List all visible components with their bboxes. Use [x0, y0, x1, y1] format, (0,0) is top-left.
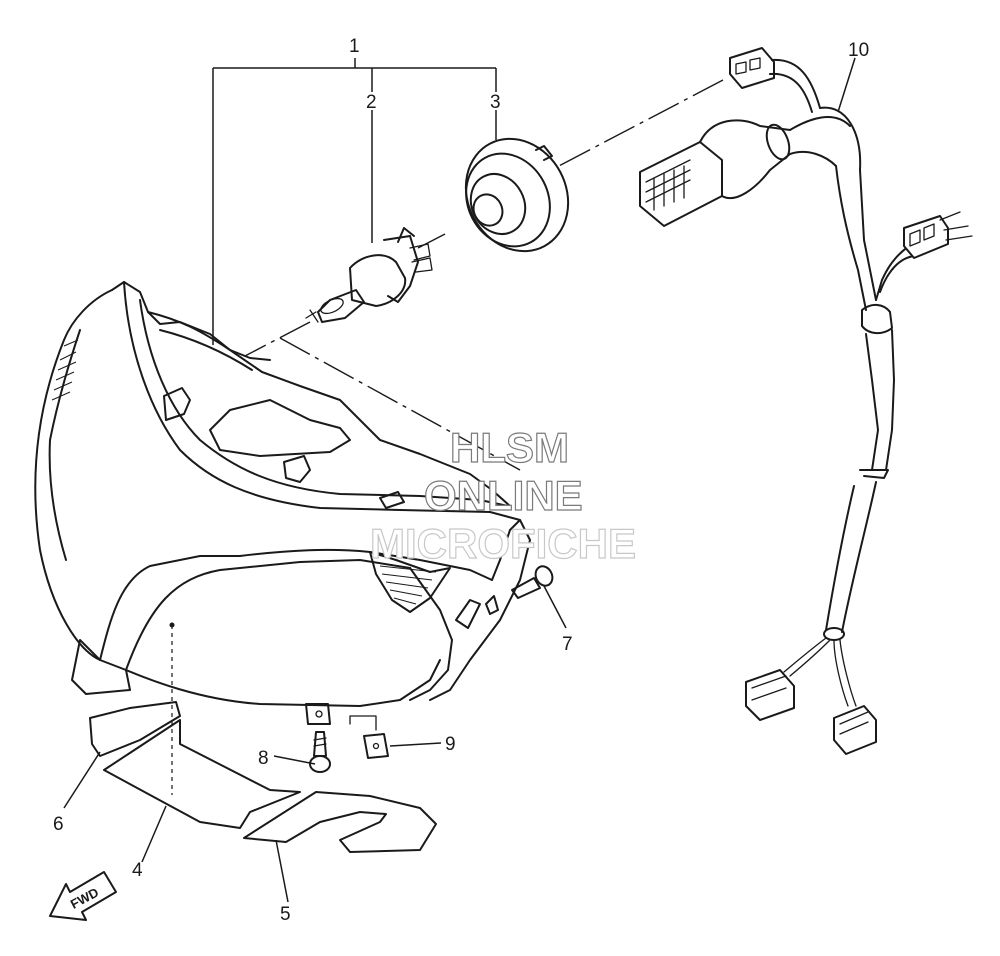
cover-plate-4	[103, 719, 301, 829]
callout-9: 9	[445, 734, 456, 755]
callout-3: 3	[490, 92, 501, 113]
fwd-arrow-icon: FWD	[49, 871, 117, 921]
callout-1: 1	[349, 36, 360, 57]
leader-lines	[63, 57, 856, 903]
bulb-cover	[464, 137, 570, 253]
screw-8	[309, 731, 331, 773]
callout-4: 4	[132, 860, 143, 881]
watermark-line-1: HLSM	[450, 424, 569, 471]
callout-8: 8	[258, 748, 269, 769]
callout-7: 7	[562, 634, 573, 655]
headlight-housing	[34, 281, 531, 731]
callout-2: 2	[366, 92, 377, 113]
headlight-bulb	[305, 227, 433, 323]
watermark-line-3: MICROFICHE	[370, 520, 636, 567]
bracket-6	[89, 701, 181, 757]
callout-6: 6	[53, 814, 64, 835]
plate-5	[243, 791, 437, 853]
screw-7	[511, 565, 554, 599]
clip-9	[363, 733, 389, 759]
callout-10: 10	[848, 40, 869, 61]
watermark: HLSM ONLINE MICROFICHE	[369, 423, 636, 567]
wiring-harness	[639, 47, 973, 755]
callout-5: 5	[280, 904, 291, 925]
watermark-line-2: ONLINE	[424, 472, 583, 519]
callout-labels: 1 2 3 4 5 6 7 8 9 10	[53, 36, 869, 925]
